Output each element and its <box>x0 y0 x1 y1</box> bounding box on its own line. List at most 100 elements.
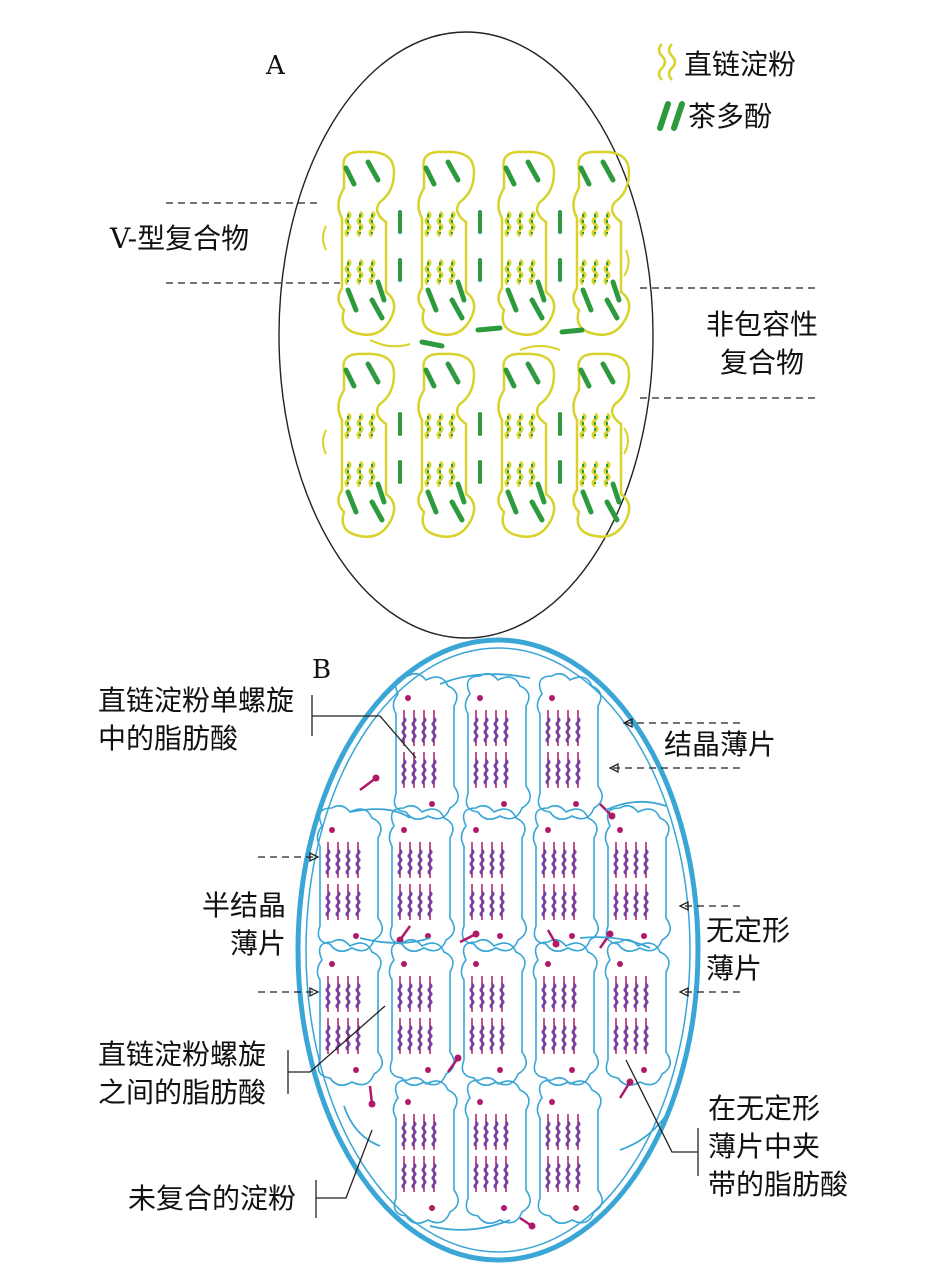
starch-chain <box>604 938 671 1086</box>
tea-polyphenol <box>600 361 616 385</box>
tea-polyphenol <box>505 489 519 515</box>
tea-polyphenol <box>580 287 594 313</box>
fatty-acid-head <box>477 695 483 701</box>
tea-polyphenol <box>610 279 622 303</box>
crystalline-lamella-label: 结晶薄片 <box>664 728 776 761</box>
fatty-acid-head <box>501 1205 507 1211</box>
tea-polyphenol <box>578 165 592 187</box>
tea-polyphenol <box>535 279 547 303</box>
amylose-helix <box>528 258 536 286</box>
starch-chain <box>392 1076 459 1224</box>
tea-polyphenol <box>369 297 385 321</box>
starch-chain <box>464 672 531 820</box>
uncomplexed-starch-chain <box>343 673 671 1231</box>
v-type-unit <box>337 150 402 336</box>
amylose-helix <box>579 412 587 440</box>
amylose-helix <box>424 258 432 286</box>
v-type-unit <box>337 352 402 538</box>
amylose-helix <box>516 258 524 286</box>
semicrystalline-arrow-bottom <box>309 986 320 998</box>
amylose-chain <box>572 150 631 336</box>
crystalline-unit <box>604 804 671 952</box>
entrapped-fatty-acid-head <box>472 930 480 938</box>
fatty-acid-head <box>401 961 407 967</box>
amorphous-label-line2: 薄片 <box>706 952 762 985</box>
amylose-helix <box>579 460 587 488</box>
fatty-acid-head <box>401 827 407 833</box>
legend-polyphenol-label: 茶多酚 <box>688 100 772 133</box>
amylose-helix <box>344 210 352 238</box>
fa-entrapped-label-line3: 带的脂肪酸 <box>708 1168 848 1201</box>
tea-polyphenol <box>529 499 545 523</box>
uncomplexed-leader <box>315 1129 373 1218</box>
crystalline-unit <box>316 938 383 1086</box>
amylose-helix <box>603 210 611 238</box>
amylose-helix <box>424 412 432 440</box>
fa-in-helix-label-line2: 中的脂肪酸 <box>98 722 238 755</box>
amylose-helix <box>516 210 524 238</box>
fa-between-label-line1: 直链淀粉螺旋 <box>98 1038 266 1071</box>
tea-polyphenol <box>343 367 357 389</box>
fatty-acid-head <box>329 827 335 833</box>
crystalline-arrow-top <box>622 717 633 729</box>
fatty-acid-head <box>569 933 575 939</box>
tea-polyphenol <box>449 499 465 523</box>
amylose-chain <box>572 352 631 538</box>
crystalline-unit <box>536 1076 603 1224</box>
fatty-acid-head <box>569 1067 575 1073</box>
crystalline-unit <box>392 672 459 820</box>
tea-polyphenol <box>375 279 387 303</box>
amylose-helix <box>504 412 512 440</box>
amylose-chain <box>417 352 476 538</box>
fatty-acid-head <box>429 1205 435 1211</box>
amylose-helix <box>344 258 352 286</box>
tea-polyphenol <box>369 499 385 523</box>
amylose-helix <box>516 460 524 488</box>
amylose-helix <box>591 258 599 286</box>
tea-polyphenol <box>610 481 622 505</box>
amylose-helix <box>356 258 364 286</box>
fatty-acid-head <box>497 933 503 939</box>
amylose-helix <box>448 210 456 238</box>
tea-polyphenol <box>604 297 620 321</box>
semicrystalline-arrow-top <box>309 851 320 863</box>
tea-polyphenol <box>535 481 547 505</box>
amylose-helix <box>448 460 456 488</box>
crystalline-unit <box>532 804 599 952</box>
amylose-helix <box>368 210 376 238</box>
fatty-acid-head <box>549 1099 555 1105</box>
tea-polyphenol-free <box>475 325 503 333</box>
fa-entrapped-leader <box>625 1059 699 1176</box>
amylose-chain <box>497 150 556 336</box>
polyphenol-legend-icon <box>657 101 671 131</box>
starch-chain <box>460 938 527 1086</box>
starch-chain <box>316 938 383 1086</box>
crystalline-unit <box>388 938 455 1086</box>
amorphous-arrow-top <box>678 900 689 912</box>
v-type-unit <box>417 352 482 538</box>
amylose-helix <box>504 460 512 488</box>
amylose-helix <box>528 412 536 440</box>
fatty-acid-head <box>329 961 335 967</box>
fatty-acid-head <box>617 827 623 833</box>
fatty-acid-head <box>573 801 579 807</box>
entrapped-fatty-acid-head <box>368 1100 376 1108</box>
fatty-acid-head <box>545 827 551 833</box>
tea-polyphenol <box>600 159 616 183</box>
amorphous-label-line1: 无定形 <box>706 914 790 947</box>
tea-polyphenol <box>604 499 620 523</box>
fatty-acid-head <box>477 1099 483 1105</box>
amylose-helix <box>436 258 444 286</box>
starch-chain <box>532 938 599 1086</box>
amylose-helix <box>591 210 599 238</box>
amylose-chain <box>337 352 396 538</box>
amylose-chain <box>497 352 556 538</box>
fatty-acid-head <box>641 1067 647 1073</box>
tea-polyphenol <box>425 489 439 515</box>
crystalline-unit <box>464 1076 531 1224</box>
tea-polyphenol <box>445 159 461 183</box>
panel-a-letter: A <box>265 51 286 81</box>
amylose-helix <box>528 210 536 238</box>
amylose-helix <box>344 412 352 440</box>
